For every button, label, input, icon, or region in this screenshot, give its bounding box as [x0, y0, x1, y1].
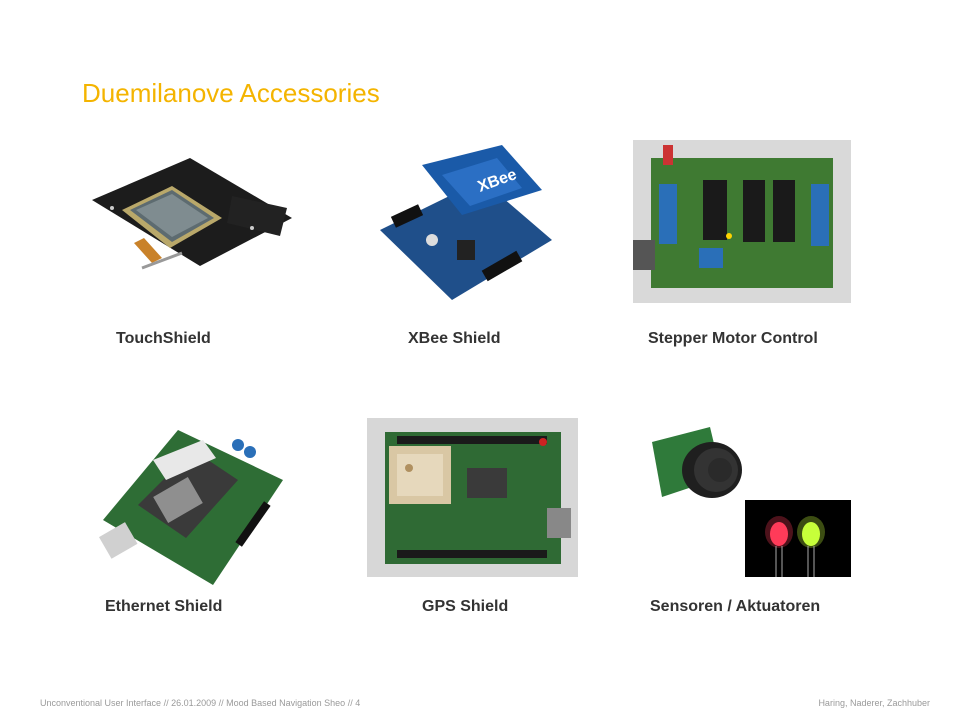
ethernet-shield-image — [98, 410, 288, 590]
caption-xbee-shield: XBee Shield — [408, 330, 501, 347]
leds-image — [745, 500, 851, 577]
touchshield-image — [82, 148, 297, 278]
ultrasonic-sensor-image — [650, 422, 750, 512]
caption-stepper-motor-control: Stepper Motor Control — [648, 330, 818, 347]
caption-ethernet-shield: Ethernet Shield — [105, 598, 223, 615]
caption-touchshield: TouchShield — [116, 330, 211, 347]
slide-title: Duemilanove Accessories — [82, 78, 380, 108]
xbee-shield-image: XBee — [372, 140, 557, 305]
footer-right: Haring, Naderer, Zachhuber — [818, 698, 930, 708]
stepper-motor-control-image — [633, 140, 851, 303]
gps-shield-image — [367, 418, 578, 577]
caption-gps-shield: GPS Shield — [422, 598, 509, 615]
caption-sensoren-aktuatoren: Sensoren / Aktuatoren — [650, 598, 821, 615]
footer-left: Unconventional User Interface // 26.01.2… — [40, 698, 361, 708]
